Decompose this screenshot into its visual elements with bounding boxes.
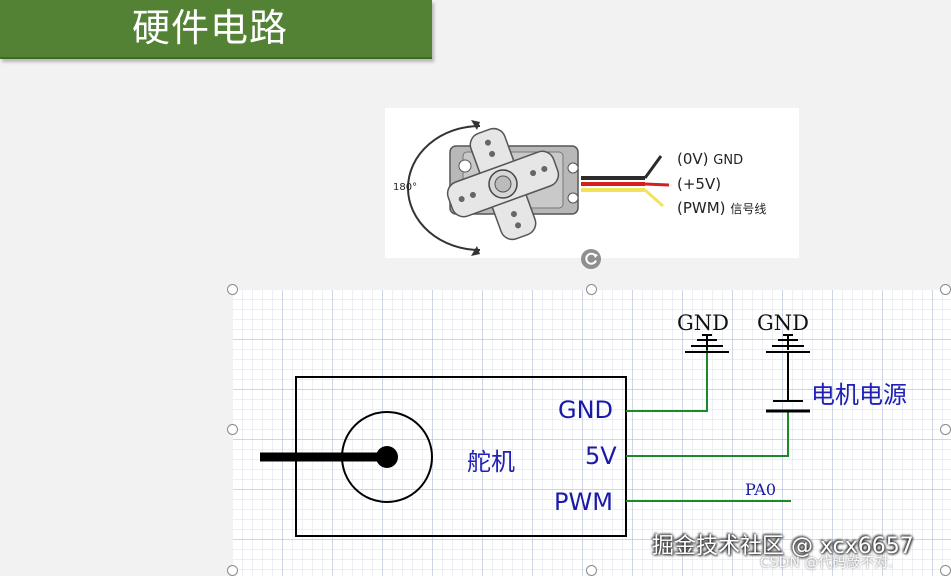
selection-handle-icon[interactable] <box>586 284 597 295</box>
schematic-diagram[interactable]: GND 5V PWM 舵机 GND GND 电机电源 PA0 <box>233 290 951 576</box>
selection-handle-icon[interactable] <box>940 565 951 576</box>
pin-pwm-label: PWM <box>554 488 613 516</box>
slide-title-bar: 硬件电路 <box>0 0 432 59</box>
net-label-pa0: PA0 <box>745 480 777 499</box>
watermark-juejin: 掘金技术社区 @ xcx6657 <box>652 534 914 559</box>
schematic-wiring <box>260 334 810 537</box>
selection-handle-icon[interactable] <box>940 284 951 295</box>
selection-handle-icon[interactable] <box>227 565 238 576</box>
ground-label-1: GND <box>677 311 729 335</box>
motor-power-label: 电机电源 <box>811 381 907 409</box>
watermark-csdn: CSDN @代码敲不对. <box>760 555 893 571</box>
selection-handle-icon[interactable] <box>586 565 597 576</box>
pin-5v-label: 5V <box>585 442 617 470</box>
wire-pwm-label: (PWM) 信号线 <box>677 199 767 217</box>
servo-label: 舵机 <box>467 448 515 476</box>
selection-handle-icon[interactable] <box>227 424 238 435</box>
ground-label-2: GND <box>757 311 809 335</box>
rotation-angle-label: 180° <box>393 182 418 193</box>
selection-handle-icon[interactable] <box>227 284 238 295</box>
slide-title[interactable]: 硬件电路 <box>132 6 289 50</box>
servo-illustration <box>407 120 670 256</box>
pin-gnd-label: GND <box>558 396 614 424</box>
servo-photo[interactable]: 180° (0V) GND (+5V) (PWM) 信号线 <box>385 108 799 258</box>
wire-5v-label: (+5V) <box>677 175 722 193</box>
wire-gnd-label: (0V) GND <box>677 150 744 168</box>
rotate-handle-icon[interactable] <box>580 248 602 270</box>
selection-handle-icon[interactable] <box>940 424 951 435</box>
